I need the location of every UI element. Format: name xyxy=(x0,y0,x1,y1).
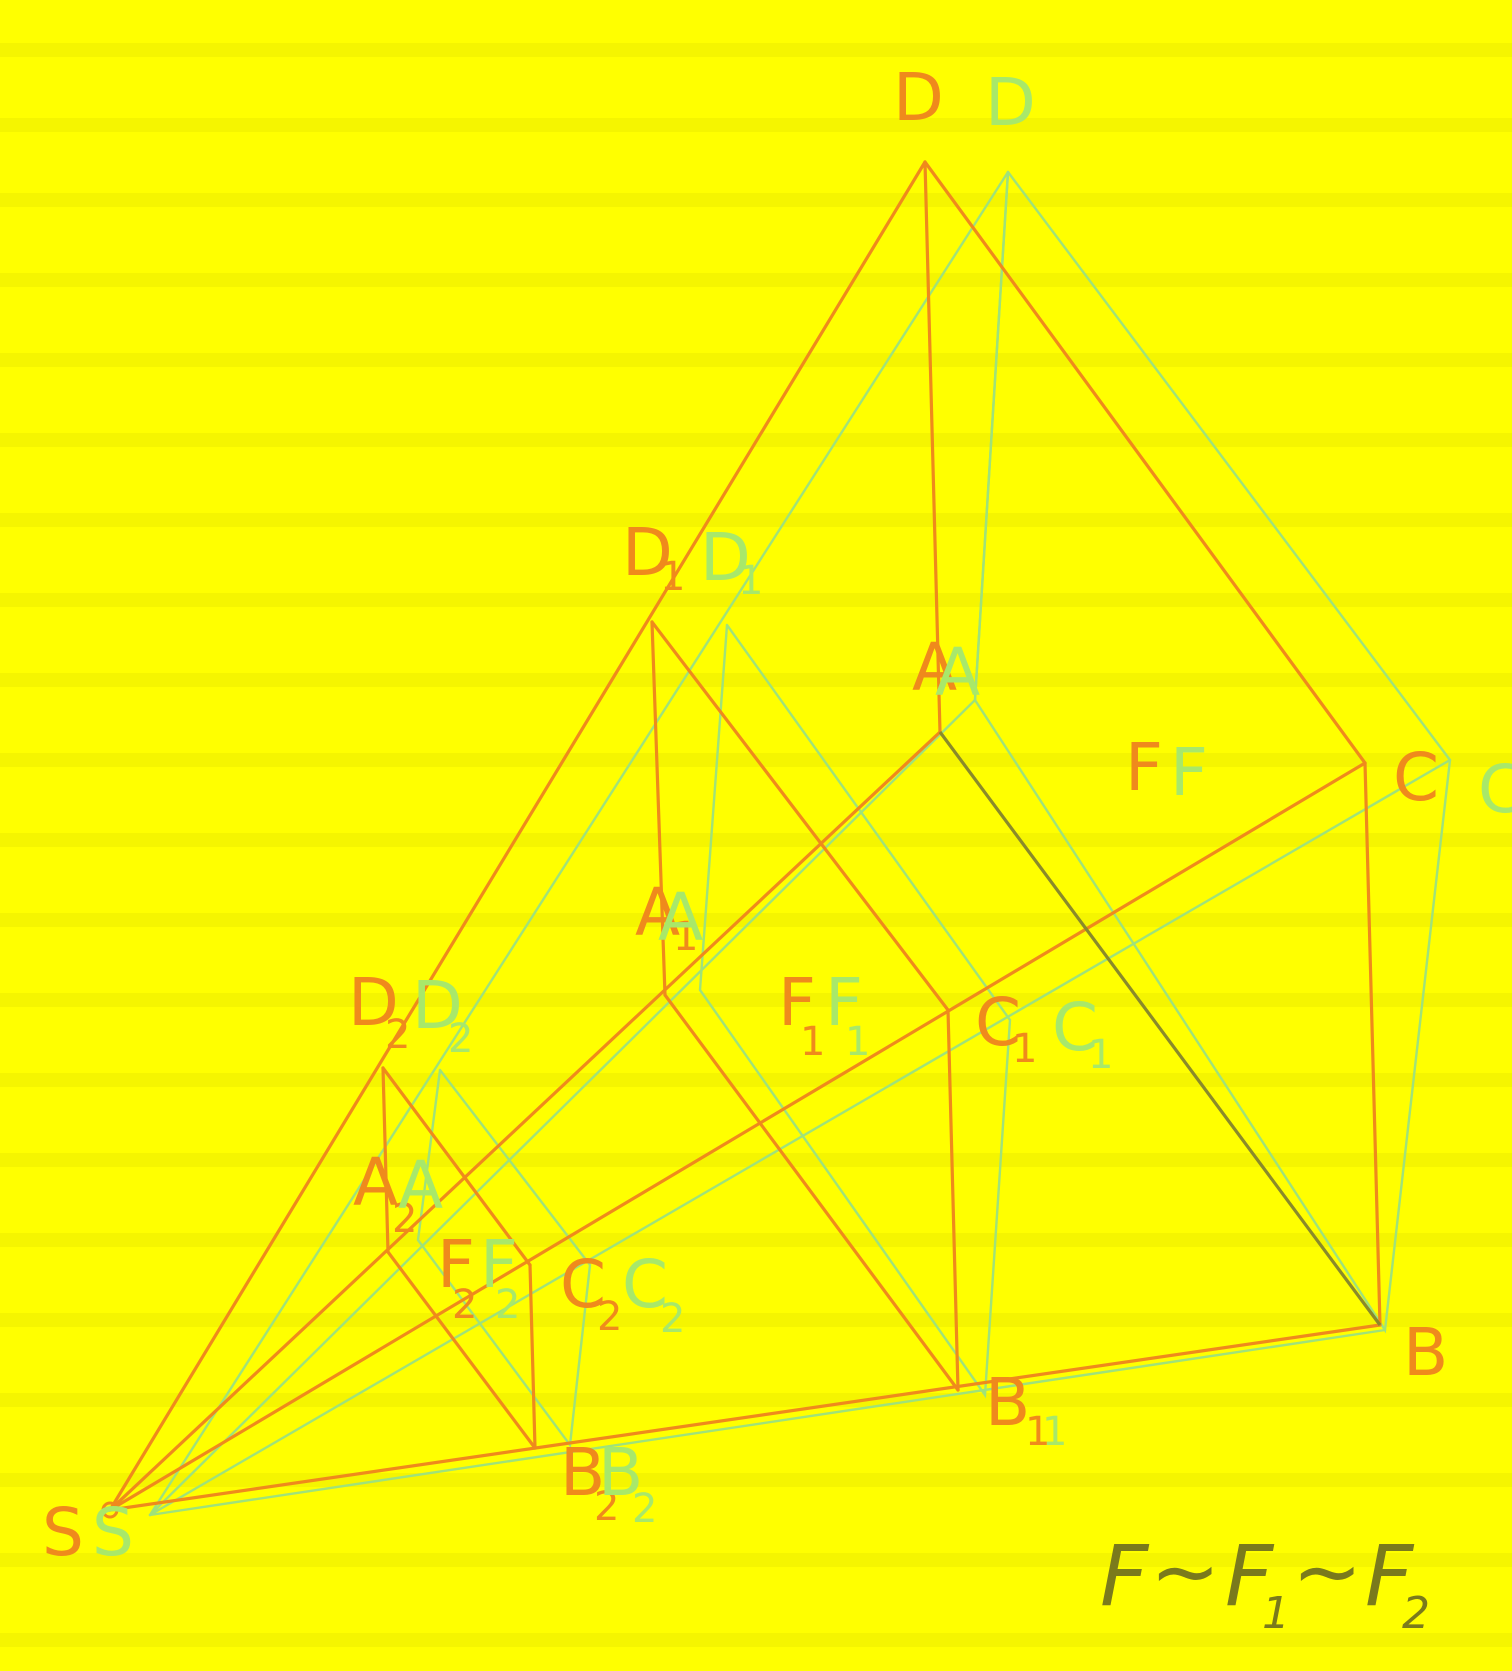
label-a2-shifted: A xyxy=(398,1147,443,1224)
edge-a2-b2 xyxy=(386,1250,537,1450)
edge-s-b-shifted xyxy=(148,1328,1387,1517)
label-c2-shifted-sub: 2 xyxy=(660,1296,685,1342)
label-d2: D xyxy=(348,964,399,1041)
edge-s-a-shifted xyxy=(148,698,977,1517)
shifted-figure xyxy=(148,170,1452,1517)
label-c: C xyxy=(1393,739,1439,816)
label-b1: B xyxy=(985,1364,1030,1441)
edge-s-a xyxy=(108,730,942,1512)
edge-d1-c1 xyxy=(650,620,950,1012)
label-d1: D xyxy=(622,514,673,591)
label-b2-shifted-sub: 2 xyxy=(632,1486,657,1532)
label-a2: A xyxy=(353,1144,398,1221)
edge-c-b xyxy=(1363,761,1382,1327)
formula-f: F xyxy=(1100,1527,1150,1625)
label-b2: B xyxy=(560,1434,605,1511)
label-b: B xyxy=(1403,1314,1448,1391)
edge-d1-a1 xyxy=(650,620,667,997)
formula-f1: F xyxy=(1225,1527,1275,1625)
label-a1-shifted: A xyxy=(658,879,703,956)
label-c1: C xyxy=(975,984,1021,1061)
edge-d-a-shifted xyxy=(973,170,1010,702)
edge-c1-b1 xyxy=(946,1008,960,1392)
label-b1-shifted-sub: 1 xyxy=(1042,1409,1067,1455)
formula-f2: F xyxy=(1365,1527,1415,1625)
edge-d2-a2 xyxy=(381,1066,390,1254)
label-s: S xyxy=(42,1494,84,1571)
shifted-labels: D A F C D 1 A F 1 C 1 D 2 A F 2 C 2 B 2 … xyxy=(92,64,1512,1571)
label-f2: F xyxy=(437,1226,475,1303)
label-c1-shifted-sub: 1 xyxy=(1088,1032,1113,1078)
label-a1: A xyxy=(635,874,680,951)
label-d1-shifted-sub: 1 xyxy=(738,558,763,604)
label-d-shifted: D xyxy=(985,64,1036,141)
edge-s-b xyxy=(108,1323,1382,1512)
edge-a-b xyxy=(938,731,1382,1326)
label-f1: F xyxy=(778,964,816,1041)
label-c2-sub: 2 xyxy=(597,1294,622,1340)
center-point-s xyxy=(101,1501,119,1519)
label-c1-shifted: C xyxy=(1052,989,1098,1066)
label-f2-shifted: F xyxy=(480,1226,518,1303)
edge-s-c xyxy=(108,761,1367,1512)
label-d1-shifted: D xyxy=(700,519,751,596)
label-f-shifted: F xyxy=(1170,734,1208,811)
label-d2-shifted: D xyxy=(412,967,463,1044)
label-d2-sub: 2 xyxy=(385,1012,410,1058)
edge-a1-b1 xyxy=(663,993,960,1392)
label-f1-shifted-sub: 1 xyxy=(845,1019,870,1065)
edge-d-c xyxy=(923,160,1367,765)
label-f: F xyxy=(1125,729,1163,806)
label-a1-sub: 1 xyxy=(673,914,698,960)
label-a2-sub: 2 xyxy=(392,1196,417,1242)
background-texture xyxy=(0,43,1512,1647)
label-b1-sub: 1 xyxy=(1025,1409,1050,1455)
edge-s-c-shifted xyxy=(148,758,1452,1517)
label-f1-sub: 1 xyxy=(800,1019,825,1065)
edge-c2-b2 xyxy=(528,1263,537,1450)
label-b2-shifted: B xyxy=(598,1434,643,1511)
edge-d-a xyxy=(923,160,942,734)
formula-tilde-1: ~ xyxy=(1150,1522,1220,1620)
label-c2: C xyxy=(560,1246,606,1323)
similarity-formula: F ~ F 1 ~ F 2 xyxy=(1100,1522,1430,1639)
label-d1-sub: 1 xyxy=(660,554,685,600)
formula-f1-sub: 1 xyxy=(1262,1588,1290,1639)
label-f2-sub: 2 xyxy=(452,1282,477,1328)
label-d: D xyxy=(893,59,944,136)
label-b2-sub: 2 xyxy=(594,1484,619,1530)
label-c1-sub: 1 xyxy=(1012,1026,1037,1072)
label-c-shifted: C xyxy=(1478,751,1512,828)
primary-figure xyxy=(101,160,1382,1519)
label-f2-shifted-sub: 2 xyxy=(495,1282,520,1328)
label-d2-shifted-sub: 2 xyxy=(448,1016,473,1062)
edge-s-d-shifted xyxy=(148,170,1010,1517)
label-s-shifted: S xyxy=(92,1494,134,1571)
edge-s-d xyxy=(108,160,927,1512)
formula-tilde-2: ~ xyxy=(1292,1522,1362,1620)
label-a: A xyxy=(912,629,957,706)
small-section-shifted xyxy=(416,1068,592,1449)
label-f1-shifted: F xyxy=(825,964,863,1041)
primary-labels: D A F C B D 1 A 1 F 1 C 1 B 1 D 2 A 2 F … xyxy=(42,59,1448,1571)
label-a-shifted: A xyxy=(935,634,980,711)
edge-d2-c2 xyxy=(381,1066,532,1267)
mid-section-shifted xyxy=(698,623,1012,1399)
label-c2-shifted: C xyxy=(622,1246,668,1323)
formula-f2-sub: 2 xyxy=(1402,1588,1430,1639)
